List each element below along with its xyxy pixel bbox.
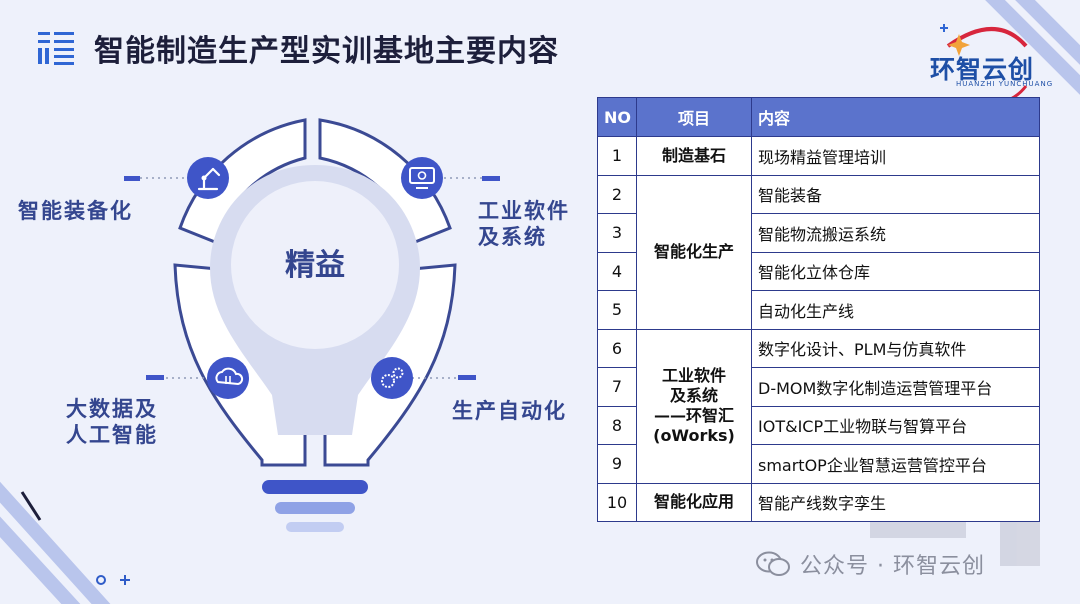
row-number: 1 [597, 136, 637, 176]
group-cell: 制造基石 [636, 136, 752, 176]
cloud-sync-icon [207, 357, 249, 399]
logo-subtitle: HUANZHI YUNCHUANG [956, 80, 1054, 88]
group-line: 制造基石 [661, 145, 726, 165]
page-title: 智能制造生产型实训基地主要内容 [94, 34, 559, 69]
bulb-base-bar-3 [286, 522, 344, 532]
row-content: D-MOM数字化制造运营管理平台 [751, 367, 1040, 407]
row-content: 自动化生产线 [751, 290, 1040, 330]
table-row: 3 智能物流搬运系统 [597, 213, 1040, 253]
label-big-data-ai: 大数据及 人工智能 [66, 396, 158, 449]
group-line: 工业软件 [661, 366, 726, 385]
row-number: 6 [597, 328, 637, 368]
title-bar: 智能制造生产型实训基地主要内容 [36, 26, 559, 70]
row-number: 4 [597, 251, 637, 291]
menu-lines-icon [38, 32, 74, 65]
row-number: 2 [597, 174, 637, 214]
group-line: 智能化生产 [653, 242, 734, 261]
row-content: 现场精益管理培训 [751, 136, 1040, 176]
row-content: IOT&ICP工业物联与智算平台 [751, 405, 1040, 445]
row-content: 智能物流搬运系统 [751, 213, 1040, 253]
group-line: ——环智汇 [653, 406, 734, 425]
table-row: 1 制造基石 现场精益管理培训 [597, 136, 1040, 176]
group-line: 智能化应用 [653, 492, 734, 512]
bulb-base-bar-1 [262, 480, 368, 494]
table-row: 8 IOT&ICP工业物联与智算平台 [597, 405, 1040, 445]
label-industrial-software: 工业软件 及系统 [478, 198, 570, 251]
computer-settings-icon [401, 157, 443, 199]
table-row: 9 smartOP企业智慧运营管控平台 [597, 444, 1040, 484]
row-number: 9 [597, 444, 637, 484]
lightbulb-diagram: 精益 [124, 118, 500, 532]
table-row: 7 D-MOM数字化制造运营管理平台 [597, 367, 1040, 407]
label-intelligent-equipment: 智能装备化 [18, 198, 133, 224]
label-line: 人工智能 [66, 423, 158, 448]
group-cell: 智能化生产 [636, 174, 752, 330]
label-line: 及系统 [478, 225, 547, 250]
group-cell: 工业软件 及系统 ——环智汇 (oWorks) [636, 328, 752, 484]
wechat-icon [756, 551, 790, 576]
group-line: (oWorks) [653, 426, 735, 445]
row-number: 5 [597, 290, 637, 330]
label-line: 工业软件 [478, 199, 570, 223]
group-line: 及系统 [669, 386, 718, 405]
label-line: 大数据及 [66, 397, 158, 421]
bulb-center-label: 精益 [285, 248, 345, 283]
row-number: 10 [597, 482, 637, 522]
row-number: 3 [597, 213, 637, 253]
watermark-text: 公众号 · 环智云创 [800, 554, 985, 579]
bulb-base-bar-2 [275, 502, 355, 514]
bulb-top-left-segment [178, 118, 307, 244]
row-content: 智能产线数字孪生 [751, 482, 1040, 522]
row-content: smartOP企业智慧运营管控平台 [751, 444, 1040, 484]
header-no: NO [597, 97, 637, 137]
label-line: 智能装备化 [18, 199, 133, 223]
table-row: 6 工业软件 及系统 ——环智汇 (oWorks) 数字化设计、PLM与仿真软件 [597, 328, 1040, 484]
watermark: 公众号 · 环智云创 [756, 548, 985, 580]
label-line: 生产自动化 [452, 399, 567, 423]
bulb-center-circle [231, 181, 399, 349]
gears-icon [371, 357, 413, 399]
header-item: 项目 [636, 97, 752, 137]
row-content: 智能化立体仓库 [751, 251, 1040, 291]
row-content: 数字化设计、PLM与仿真软件 [751, 328, 1040, 368]
table-row: 5 自动化生产线 [597, 290, 1040, 330]
row-number: 7 [597, 367, 637, 407]
group-cell: 智能化应用 [636, 482, 752, 522]
content-table: NO 项目 内容 1 制造基石 现场精益管理培训 2 智能化生产 智能装备 3 … [597, 97, 1040, 522]
row-content: 智能装备 [751, 174, 1040, 214]
logo-name: 环智云创 [930, 55, 1035, 84]
robot-arm-icon [187, 157, 229, 199]
table-header-row: NO 项目 内容 [597, 97, 1040, 137]
header-content: 内容 [751, 97, 1040, 137]
brand-logo: 环智云创 HUANZHI YUNCHUANG [926, 16, 1056, 108]
row-number: 8 [597, 405, 637, 445]
table-row: 2 智能化生产 智能装备 [597, 174, 1040, 330]
label-production-automation: 生产自动化 [452, 398, 567, 424]
table-row: 10 智能化应用 智能产线数字孪生 [597, 482, 1040, 522]
bulb-top-right-segment [318, 118, 452, 244]
